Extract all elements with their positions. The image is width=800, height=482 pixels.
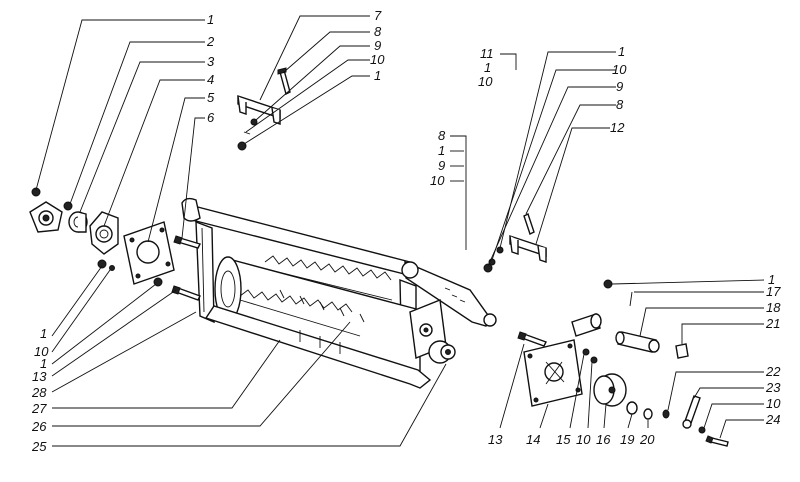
callout-16: 16 [596,432,611,447]
callout-5: 5 [207,90,215,105]
right-drive-parts [517,279,729,447]
callout-6: 6 [207,110,215,125]
callout-10: 10 [370,52,385,67]
top-bracket-parts [237,67,291,151]
callout-14: 14 [526,432,540,447]
callout-27: 27 [31,401,47,416]
callout-10: 10 [478,74,493,89]
callout-1: 1 [768,272,775,287]
callout-3: 3 [207,54,215,69]
callout-7: 7 [374,8,382,23]
callout-4: 4 [207,72,214,87]
callout-10: 10 [34,344,49,359]
callout-18: 18 [766,300,781,315]
callout-labels: 1 2 3 4 5 6 7 8 9 10 1 11 1 10 1 10 9 8 … [31,8,781,454]
callout-20: 20 [639,432,655,447]
callout-1: 1 [618,44,625,59]
callout-28: 28 [31,385,47,400]
callout-8: 8 [616,97,624,112]
callout-25: 25 [31,439,47,454]
callout-17: 17 [766,284,781,299]
callout-9: 9 [374,38,381,53]
callout-12: 12 [610,120,625,135]
callout-1: 1 [374,68,381,83]
callout-13: 13 [488,432,503,447]
callout-9: 9 [616,79,623,94]
callout-1: 1 [207,12,214,27]
callout-2: 2 [206,34,215,49]
callout-8: 8 [374,24,382,39]
callout-10: 10 [612,62,627,77]
callout-8: 8 [438,128,446,143]
callout-23: 23 [765,380,781,395]
left-bearing-parts [29,187,201,301]
callout-13: 13 [32,369,47,384]
callout-1: 1 [484,60,491,75]
callout-26: 26 [31,419,47,434]
callout-1: 1 [40,326,47,341]
callout-10: 10 [766,396,781,411]
leader-lines [35,15,765,447]
callout-10: 10 [576,432,591,447]
main-housing [181,197,497,389]
callout-1: 1 [438,143,445,158]
callout-11: 11 [480,46,494,61]
callout-1: 1 [40,356,47,371]
callout-10: 10 [430,173,445,188]
callout-21: 21 [765,316,780,331]
callout-24: 24 [765,412,780,427]
callout-19: 19 [620,432,634,447]
callout-9: 9 [438,158,445,173]
callout-15: 15 [556,432,571,447]
callout-22: 22 [765,364,781,379]
